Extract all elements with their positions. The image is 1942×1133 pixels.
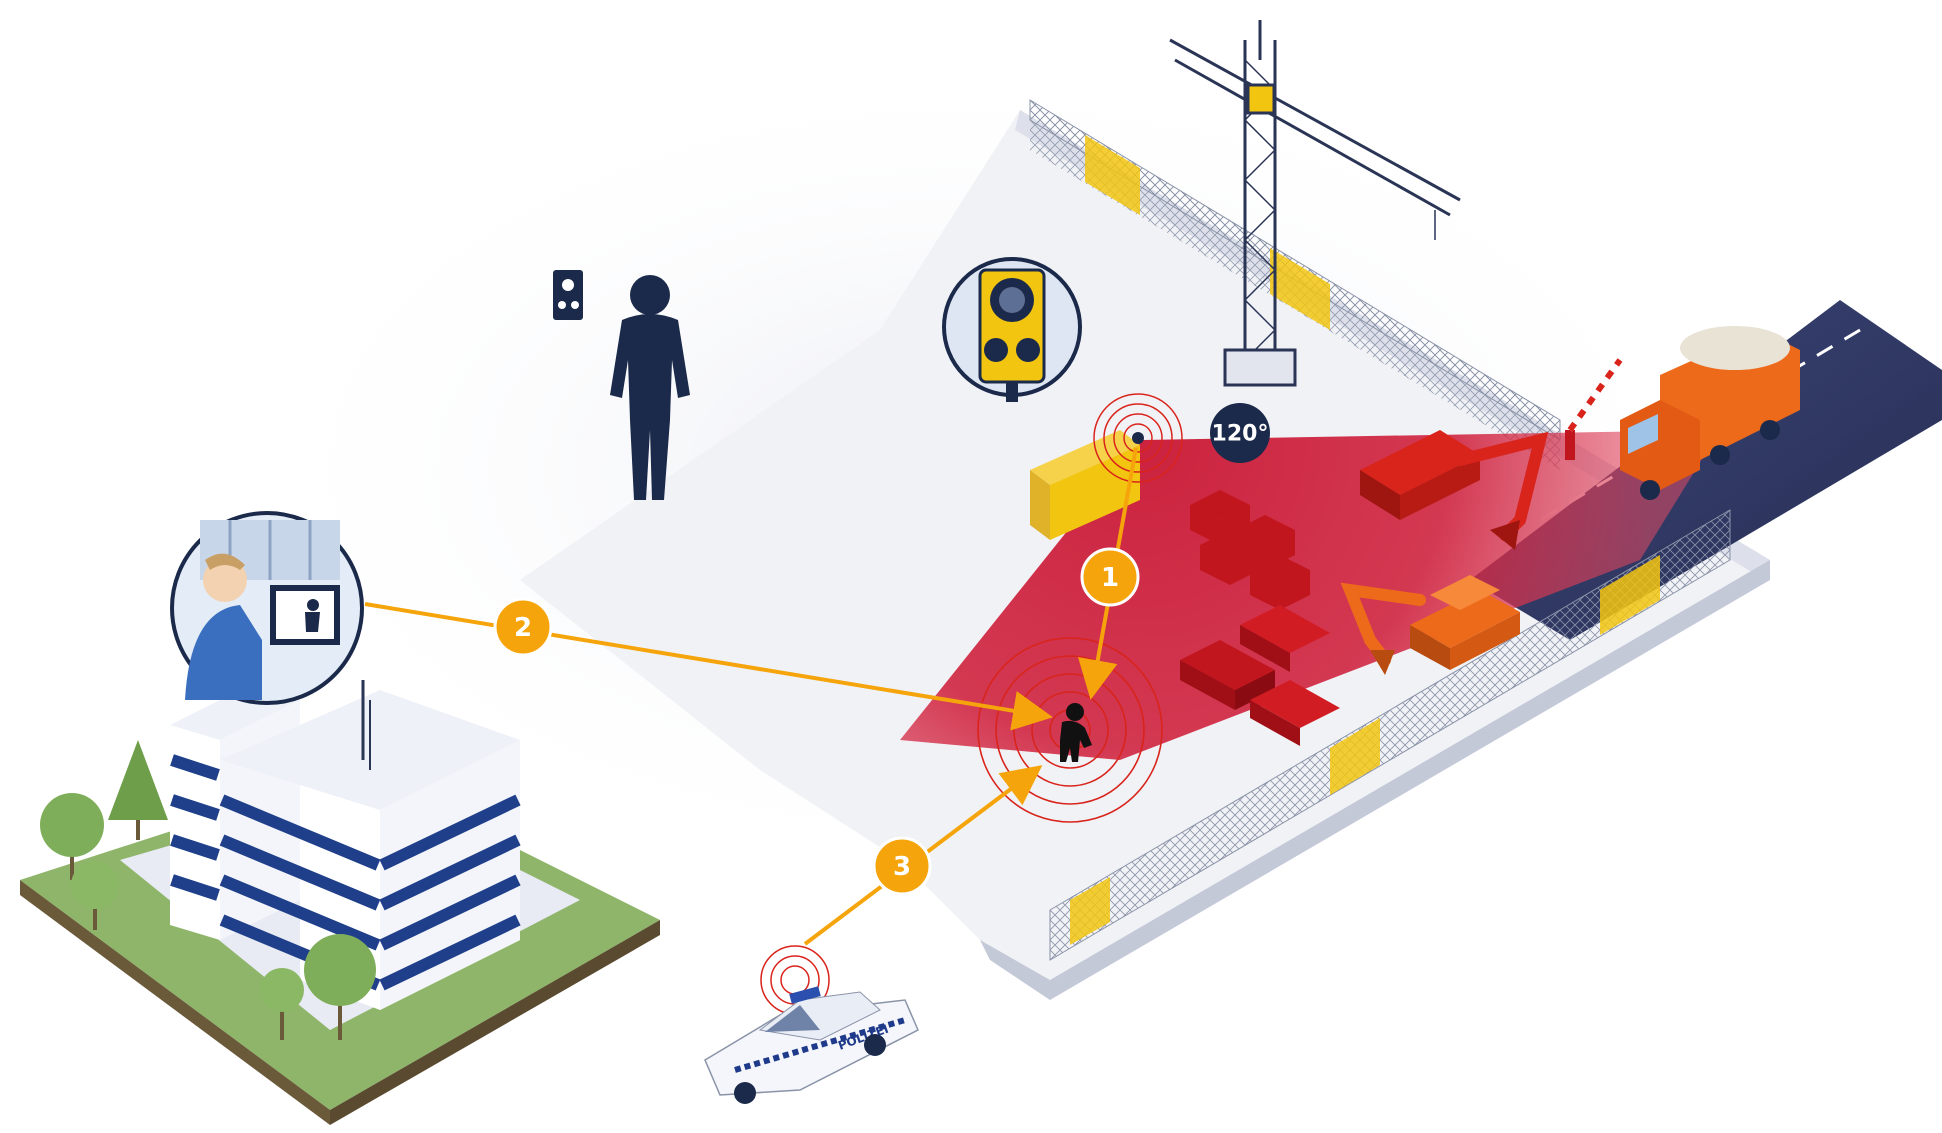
fence-banner: [1270, 248, 1330, 330]
fence-banner: [1070, 877, 1110, 945]
angle-badge: 120°: [1210, 403, 1270, 463]
office-building-icon: [20, 680, 660, 1125]
site-container: [1030, 430, 1140, 540]
front-fence: [1049, 509, 1731, 961]
small-detector-icon: [553, 270, 583, 320]
trees: [40, 740, 376, 1040]
back-fence: [1029, 99, 1561, 470]
camera-signal-rings: [1093, 393, 1183, 483]
detector-camera-mount: [1132, 432, 1144, 444]
police-car-icon: POLIZEI: [704, 945, 919, 1104]
step-marker-1: 1: [1080, 547, 1140, 607]
operator-monitor-icon: [170, 511, 364, 705]
tree-icon: [108, 740, 168, 840]
step-number-1: 1: [1101, 563, 1119, 593]
detector-camera-icon: [942, 257, 1082, 402]
fence-banner: [1600, 555, 1660, 635]
gate-barrier: [1565, 358, 1623, 460]
lumber-stacks: [1180, 605, 1340, 746]
step-number-3: 3: [893, 852, 911, 882]
dump-truck-icon: [1620, 326, 1800, 500]
excavator-icon: [1360, 430, 1549, 550]
tree-icon: [304, 934, 376, 1040]
intruder-icon: [1060, 703, 1092, 762]
fence-banner: [1085, 135, 1140, 215]
tree-icon: [40, 793, 104, 880]
tree-icon: [71, 861, 119, 930]
step-number-2: 2: [514, 613, 532, 643]
standing-person-icon: [610, 275, 690, 500]
fence-banner: [1330, 718, 1380, 795]
step-marker-3: 3: [872, 836, 932, 896]
excavator-icon: [1340, 575, 1520, 675]
step-marker-2: 2: [493, 597, 553, 657]
arrow-step-2: [364, 602, 1053, 731]
tower-crane-icon: [1169, 20, 1461, 387]
pallet-stacks: [1190, 490, 1310, 610]
tree-icon: [260, 968, 304, 1040]
angle-badge-text: 120°: [1212, 422, 1269, 447]
